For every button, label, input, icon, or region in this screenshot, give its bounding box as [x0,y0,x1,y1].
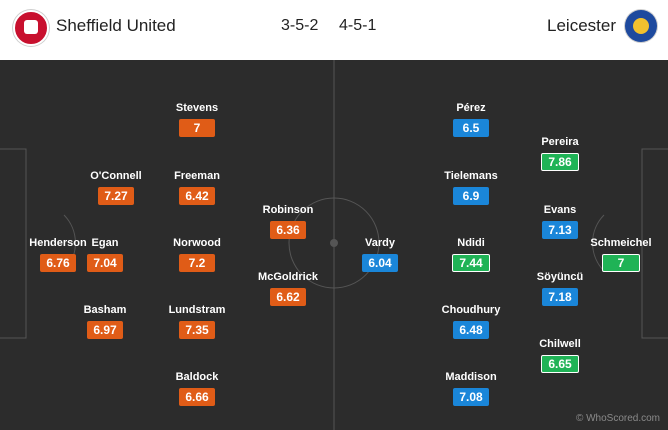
player-robinson[interactable]: Robinson 6.36 [228,204,348,239]
player-name: Schmeichel [590,237,652,249]
away-team-name[interactable]: Leicester [547,16,616,35]
player-stevens[interactable]: Stevens 7 [137,102,257,137]
player-rating: 6.66 [179,388,215,406]
player-rating: 6.04 [362,254,398,272]
home-formation: 3-5-2 [281,17,319,34]
pitch: Henderson 6.76 O'Connell 7.27 Egan 7.04 … [0,60,668,430]
home-team-name[interactable]: Sheffield United [56,16,176,35]
player-name: Evans [543,204,577,216]
player-name: Baldock [175,371,219,383]
player-name: Söyüncü [536,271,584,283]
player-rating: 6.65 [541,355,579,373]
player-chilwell[interactable]: Chilwell 6.65 [500,338,620,373]
player-name: Henderson [29,237,87,249]
player-ndidi[interactable]: Ndidi 7.44 [411,237,531,272]
player-name: Chilwell [539,338,581,350]
player-rating: 7.18 [542,288,578,306]
player-name: Choudhury [441,304,501,316]
player-name: Tielemans [444,170,498,182]
player-rating: 6.5 [453,119,489,137]
player-name: Pereira [541,136,579,148]
player-egan[interactable]: Egan 7.04 [45,237,165,272]
player-name: Egan [91,237,119,249]
player-rating: 6.42 [179,187,215,205]
player-schmeichel[interactable]: Schmeichel 7 [561,237,668,272]
player-rating: 6.97 [87,321,123,339]
player-rating: 7.27 [98,187,134,205]
player-maddison[interactable]: Maddison 7.08 [411,371,531,406]
player-name: McGoldrick [258,271,318,283]
player-soyuncu[interactable]: Söyüncü 7.18 [500,271,620,306]
player-name: Stevens [175,102,219,114]
player-freeman[interactable]: Freeman 6.42 [137,170,257,205]
player-lundstram[interactable]: Lundstram 7.35 [137,304,257,339]
player-rating: 7.13 [542,221,578,239]
player-name: Freeman [174,170,220,182]
player-rating: 6.36 [270,221,306,239]
player-rating: 7.2 [179,254,215,272]
player-name: Pérez [456,102,486,114]
player-perez[interactable]: Pérez 6.5 [411,102,531,137]
player-rating: 7 [179,119,215,137]
player-mcgoldrick[interactable]: McGoldrick 6.62 [228,271,348,306]
player-rating: 7.04 [87,254,123,272]
away-formation: 4-5-1 [339,17,377,34]
credit-text: © WhoScored.com [575,413,660,424]
player-rating: 6.76 [40,254,76,272]
player-name: O'Connell [90,170,142,182]
player-rating: 7.44 [452,254,490,272]
player-rating: 6.62 [270,288,306,306]
player-name: Lundstram [168,304,226,316]
player-baldock[interactable]: Baldock 6.66 [137,371,257,406]
player-rating: 7.08 [453,388,489,406]
player-name: Ndidi [457,237,485,249]
player-oconnell[interactable]: O'Connell 7.27 [56,170,176,205]
player-name: Basham [83,304,127,316]
player-vardy[interactable]: Vardy 6.04 [320,237,440,272]
player-tielemans[interactable]: Tielemans 6.9 [411,170,531,205]
player-name: Robinson [262,204,314,216]
player-rating: 6.9 [453,187,489,205]
player-henderson[interactable]: Henderson 6.76 [0,237,118,272]
player-name: Norwood [173,237,221,249]
player-rating: 6.48 [453,321,489,339]
player-name: Vardy [365,237,395,249]
player-name: Maddison [445,371,497,383]
player-rating: 7 [602,254,640,272]
player-pereira[interactable]: Pereira 7.86 [500,136,620,171]
leicester-crest-icon [625,10,657,42]
player-choudhury[interactable]: Choudhury 6.48 [411,304,531,339]
match-header: Sheffield United 3-5-2 4-5-1 Leicester [0,0,668,60]
player-evans[interactable]: Evans 7.13 [500,204,620,239]
pitch-markings [0,60,668,430]
player-norwood[interactable]: Norwood 7.2 [137,237,257,272]
player-rating: 7.35 [179,321,215,339]
player-rating: 7.86 [541,153,579,171]
player-basham[interactable]: Basham 6.97 [45,304,165,339]
sheffield-united-crest-icon [13,10,49,46]
